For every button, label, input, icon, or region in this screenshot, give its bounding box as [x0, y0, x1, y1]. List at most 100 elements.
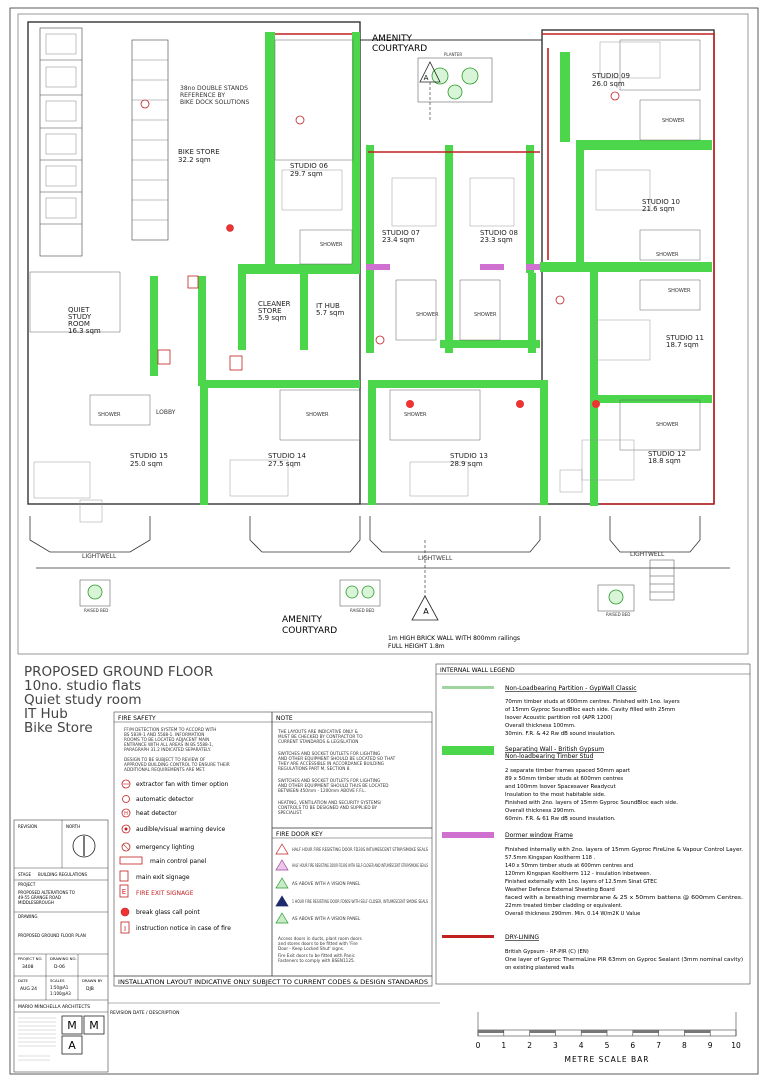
scale-tick-label: 4: [579, 1041, 584, 1050]
internal-wall-legend: INTERNAL WALL LEGEND Non-Loadbearing Par…: [435, 663, 751, 985]
fire-item: emergency lighting: [136, 844, 194, 851]
studio-08-label: STUDIO 08: [480, 229, 518, 237]
studio-12-area: 18.8 sqm: [648, 457, 681, 465]
fire-item: automatic detector: [136, 796, 194, 803]
drawing-label: DRAWING: [18, 914, 37, 919]
separating-wall-swatch: [442, 746, 494, 755]
fire-item: instruction notice in case of fire: [136, 925, 231, 932]
fire-para2-line: DESIGN TO BE SUBJECT TO REVIEW OF: [124, 757, 206, 762]
scale-segment: [632, 1030, 659, 1033]
studio-14-label: STUDIO 14: [268, 452, 306, 460]
studio-13-area: 28.9 sqm: [450, 460, 483, 468]
partitions: [29, 39, 701, 451]
note-panel: NOTE THE LAYOUTS ARE INDICATIVE ONLY & M…: [271, 711, 433, 829]
fire-item: audible/visual warning device: [136, 826, 225, 833]
shower-label-15: SHOWER: [98, 412, 121, 418]
fire-symbols: [140, 91, 620, 408]
date-label: DATE: [18, 978, 28, 983]
shower-label-11: SHOWER: [668, 288, 691, 294]
lightwell-label-2: LIGHTWELL: [418, 555, 453, 562]
planters: [79, 57, 635, 612]
studio-14-area: 27.5 sqm: [268, 460, 301, 468]
scales-value-1: 1:50@A1: [50, 985, 69, 990]
shower-label-12: SHOWER: [656, 422, 679, 428]
legend-item-title: DRY-LINING: [505, 934, 539, 941]
scale-segment: [581, 1030, 607, 1033]
fd60-vision-icon: [275, 912, 289, 924]
fire-door-item: HALF HOUR FIRE RESISTING DOOR FD30S WITH…: [292, 863, 428, 868]
raised-bed-label-2: RAISED BED: [350, 608, 374, 613]
legend-heading: INTERNAL WALL LEGEND: [440, 667, 515, 674]
drawn-value: DJB: [86, 986, 94, 992]
heat-detector-icon: [121, 808, 131, 818]
project-label: PROJECT: [18, 882, 36, 887]
scale-tick-label: 0: [476, 1041, 481, 1050]
cleaner-store-label-1: CLEANER: [258, 300, 291, 308]
scale-tick-label: 3: [553, 1041, 558, 1050]
emergency-lighting-icon: [121, 842, 131, 852]
planter-label: PLANTER: [444, 52, 462, 57]
stair: [131, 39, 169, 241]
title-block: PROPOSED GROUND FLOOR 10no. studio flats…: [24, 664, 213, 736]
dry-lining-walls: [275, 33, 715, 505]
automatic-detector-icon: [122, 795, 130, 803]
shower-label-06: SHOWER: [320, 242, 343, 248]
fire-para1-line: ENTRANCE WITH ALL AREAS IN BS 5588-1,: [124, 742, 213, 747]
studio-07-label: STUDIO 07: [382, 229, 420, 237]
svg-text:H: H: [124, 811, 128, 817]
bike-racks: [39, 27, 83, 257]
amenity-courtyard-top-1: AMENITY: [372, 34, 412, 44]
fire-item: main exit signage: [136, 874, 190, 881]
it-hub-area: 5.7 sqm: [316, 309, 344, 317]
title-line-5: Bike Store: [24, 720, 93, 736]
shower-label-14: SHOWER: [306, 412, 329, 418]
studio-15-label: STUDIO 15: [130, 452, 168, 460]
legend-item-line: Overall thickness 290mm. Min. 0.14 W/m2K…: [505, 911, 640, 917]
scale-tick-label: 8: [682, 1041, 687, 1050]
vision-panel-icon: [275, 877, 289, 889]
fire-para1-line: ROOMS TO BE LOCATED ADJACENT MAIN: [124, 737, 209, 742]
stage-value: BUILDING REGULATIONS: [38, 872, 88, 877]
note-line: CONTROLS TO BE DESIGNED AND SUPPLIED BY: [278, 805, 378, 810]
legend-item-line: and 100mm Isover Spacesaver Readycut: [505, 784, 616, 790]
legend-item-line: Overall thickness 290mm.: [505, 808, 576, 814]
legend-item-line: Isover Acoustic partition roll (APR 1200…: [505, 715, 613, 721]
section-marker-bottom: [411, 540, 439, 621]
studio-06-area: 29.7 sqm: [290, 170, 323, 178]
section-marker-top: [419, 61, 441, 120]
studio-11-label: STUDIO 11: [666, 334, 704, 342]
project-no-value: 3408: [22, 964, 34, 970]
title-line-2: 10no. studio flats: [24, 678, 141, 694]
note-line: SWITCHES AND SOCKET OUTLETS FOR LIGHTING: [278, 778, 380, 783]
wall-note-2: FULL HEIGHT 1.8m: [388, 643, 445, 650]
quiet-study-label-1: QUIET: [68, 306, 90, 314]
fire-item: main control panel: [150, 858, 207, 865]
scale-bar-label: METRE SCALE BAR: [564, 1055, 649, 1064]
studio-11-area: 18.7 sqm: [666, 341, 699, 349]
legend-item-line: faced with a breathing membrane & 25 x 5…: [505, 895, 743, 901]
fire-para2-line: ADDITIONAL REQUIREMENTS ARE MET.: [124, 767, 205, 772]
legend-item-title: Dormer window Frame: [505, 832, 573, 839]
left-info-block: REVISION NORTH STAGE BUILDING REGULATION…: [13, 819, 109, 1073]
drawing-value: PROPOSED GROUND FLOOR PLAN: [18, 933, 86, 938]
legend-item-line: 57.5mm Kingspan Kooltherm 118 .: [505, 855, 596, 861]
fire-exit-icon: [119, 884, 129, 898]
shower-label-10: SHOWER: [656, 252, 679, 258]
legend-item-title: Non-Loadbearing Partition - GypWall Clas…: [505, 685, 637, 692]
legend-item-line: 30min. F.R. & 42 Rw dB sound insulation.: [505, 731, 616, 737]
fire-item: FIRE EXIT SIGNAGE: [136, 890, 194, 897]
scale-segment: [659, 1030, 685, 1033]
studio-13-label: STUDIO 13: [450, 452, 488, 460]
note-line: HEATING, VENTILATION AND SECURITY SYSTEM…: [278, 800, 382, 805]
legend-item-title: Separating Wall - British Gypsum: [505, 746, 604, 753]
partition-swatch: [442, 686, 494, 689]
studio-15-area: 25.0 sqm: [130, 460, 163, 468]
studio-08-area: 23.3 sqm: [480, 236, 513, 244]
svg-text:I: I: [124, 925, 126, 933]
fire-door-item: AS ABOVE WITH A VISION PANEL: [292, 916, 361, 921]
logo-letter: M: [67, 1019, 77, 1032]
fire-para1-line: FF/M DETECTION SYSTEM TO ACCORD WITH: [124, 727, 216, 732]
fire-item: heat detector: [136, 810, 177, 817]
scale-segment: [504, 1030, 530, 1033]
